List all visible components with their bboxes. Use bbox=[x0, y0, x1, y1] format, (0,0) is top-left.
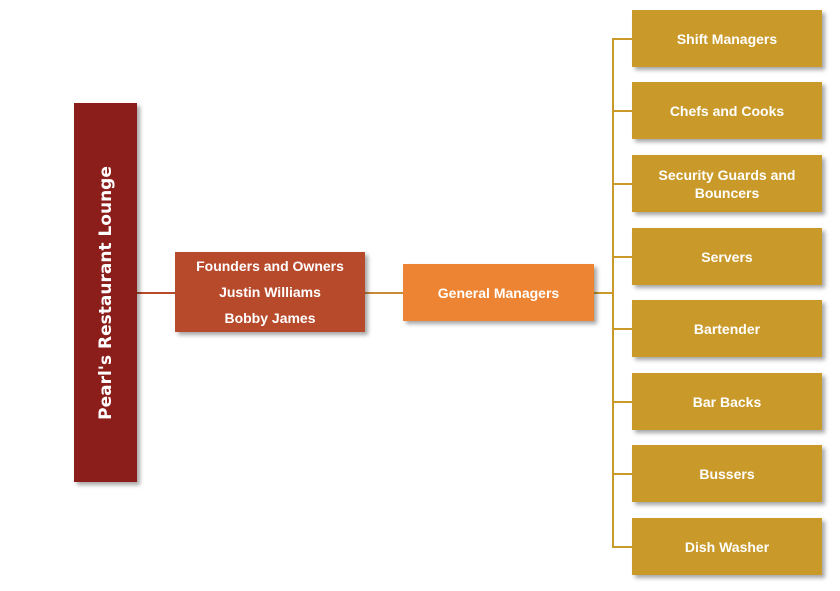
general-managers-label: General Managers bbox=[437, 284, 560, 301]
connector-founders-gm bbox=[365, 292, 403, 294]
staff-node-label: Dish Washer bbox=[684, 538, 770, 555]
founder-name: Justin Williams bbox=[219, 284, 321, 300]
staff-node-label: Chefs and Cooks bbox=[669, 102, 785, 119]
staff-node-chefs-and-cooks: Chefs and Cooks bbox=[632, 82, 822, 139]
staff-node-label: Security Guards and Bouncers bbox=[658, 166, 796, 201]
connector-branch bbox=[612, 328, 632, 330]
root-node: Pearl's Restaurant Lounge bbox=[74, 103, 137, 482]
connector-branch bbox=[612, 183, 632, 185]
connector-branch bbox=[612, 401, 632, 403]
staff-node-label: Servers bbox=[701, 248, 753, 265]
connector-branch bbox=[612, 473, 632, 475]
founder-name: Bobby James bbox=[224, 310, 316, 326]
founders-node: Founders and Owners Justin Williams Bobb… bbox=[175, 252, 365, 332]
staff-node-label: Bartender bbox=[693, 320, 761, 337]
connector-branch bbox=[612, 256, 632, 258]
staff-node-bar-backs: Bar Backs bbox=[632, 373, 822, 430]
connector-branch bbox=[612, 110, 632, 112]
staff-node-shift-managers: Shift Managers bbox=[632, 10, 822, 67]
general-managers-node: General Managers bbox=[403, 264, 594, 321]
staff-node-security-guards: Security Guards and Bouncers bbox=[632, 155, 822, 212]
staff-node-bartender: Bartender bbox=[632, 300, 822, 357]
staff-node-servers: Servers bbox=[632, 228, 822, 285]
root-node-label: Pearl's Restaurant Lounge bbox=[95, 165, 116, 420]
staff-node-label: Shift Managers bbox=[676, 30, 778, 47]
connector-gm-trunk bbox=[594, 292, 613, 294]
founders-title: Founders and Owners bbox=[196, 258, 344, 274]
staff-node-bussers: Bussers bbox=[632, 445, 822, 502]
connector-branch bbox=[612, 38, 632, 40]
staff-node-label: Bar Backs bbox=[692, 393, 762, 410]
staff-node-dish-washer: Dish Washer bbox=[632, 518, 822, 575]
connector-branch bbox=[612, 546, 632, 548]
staff-node-label: Bussers bbox=[699, 465, 755, 482]
connector-vertical-trunk bbox=[612, 38, 614, 547]
connector-root-founders bbox=[137, 292, 175, 294]
